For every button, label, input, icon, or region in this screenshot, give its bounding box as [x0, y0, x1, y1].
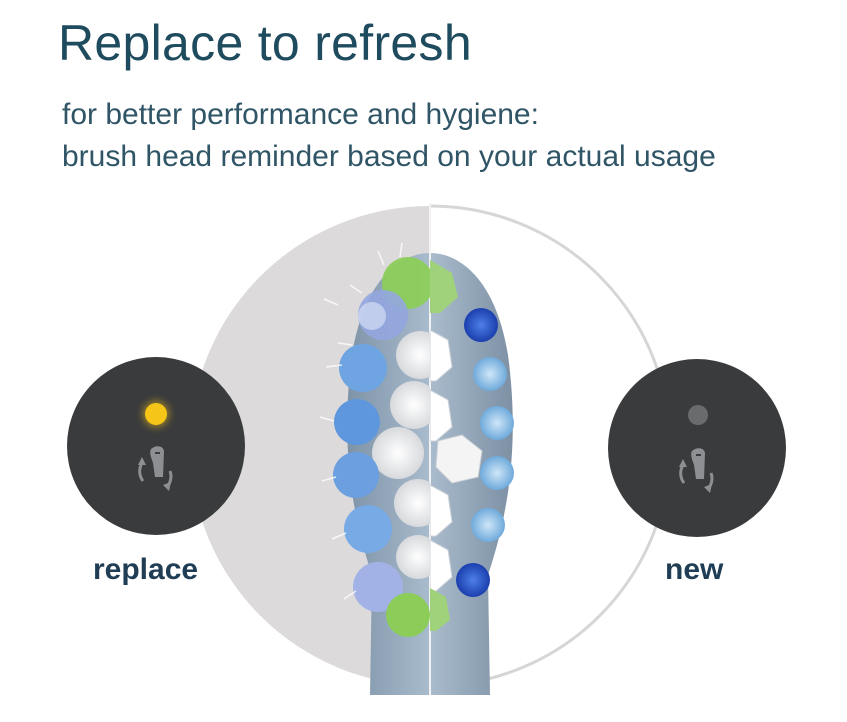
subtitle-line-2: brush head reminder based on your actual…: [62, 140, 716, 173]
new-indicator: [608, 359, 786, 537]
replace-label: replace: [93, 553, 199, 586]
page-title: Replace to refresh: [58, 15, 472, 71]
new-bristles: [430, 260, 514, 631]
brush-head-cycle-icon: [679, 448, 714, 493]
reminder-light-off: [688, 405, 708, 425]
subtitle-line-1: for better performance and hygiene:: [62, 98, 539, 131]
brush-head-comparison: replace new: [0, 195, 847, 717]
reminder-light-on: [145, 403, 167, 425]
new-label: new: [665, 553, 724, 586]
replace-indicator: [67, 357, 245, 535]
brush-head-cycle-icon: [138, 446, 173, 491]
worn-bristles: [319, 242, 430, 637]
brush-head-illustration: [190, 203, 672, 695]
